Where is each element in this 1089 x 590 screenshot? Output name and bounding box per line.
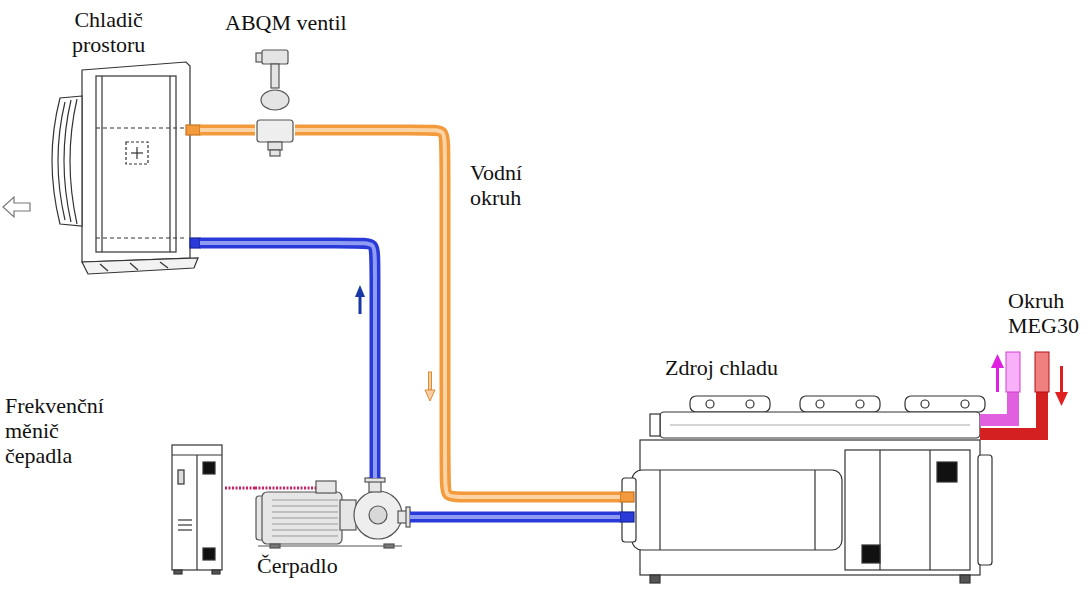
water-pipe: [200, 130, 255, 131]
water-pipe: [410, 517, 620, 518]
meg30-pipes: [980, 352, 1068, 434]
pump: Čerpadlo: [255, 478, 410, 548]
pipe-highlight: [295, 130, 620, 497]
node-label: Chladič prostoru: [72, 7, 145, 57]
chiller-drawing: [620, 396, 992, 583]
node-label: Čerpadlo: [257, 553, 338, 578]
node-label: Frekvenční měnič čepadla: [5, 393, 104, 468]
pipe-body: [200, 243, 375, 478]
signal-cable: [225, 488, 255, 489]
node-label: ABQM ventil: [225, 10, 347, 35]
space-cooler-drawing: [3, 62, 200, 274]
abqm-valve: ABQM ventil: [255, 48, 295, 158]
pipe-body: [200, 125, 255, 136]
water-pipe: [295, 130, 620, 497]
pipe-body: [410, 512, 620, 523]
pipe-body: [225, 487, 255, 490]
water-pipe: [200, 243, 375, 478]
pipe-highlight: [200, 128, 255, 132]
abqm-valve-drawing: [256, 50, 293, 156]
pipe-highlight: [200, 243, 375, 478]
pipe-body: [295, 130, 620, 497]
node-label: Zdroj chladu: [665, 355, 778, 380]
frequency-converter-drawing: [172, 445, 222, 574]
space-cooler: Chladič prostoru: [78, 62, 200, 274]
flow-arrows: [355, 285, 435, 401]
pump-drawing: [255, 478, 410, 548]
frequency-converter: Frekvenční měnič čepadla: [170, 445, 225, 570]
chiller: Zdroj chladu: [620, 395, 992, 585]
circuit-label: Vodní okruh: [470, 160, 522, 210]
circuit-label: Okruh MEG30: [1008, 288, 1079, 338]
pipe-highlight: [410, 515, 620, 519]
